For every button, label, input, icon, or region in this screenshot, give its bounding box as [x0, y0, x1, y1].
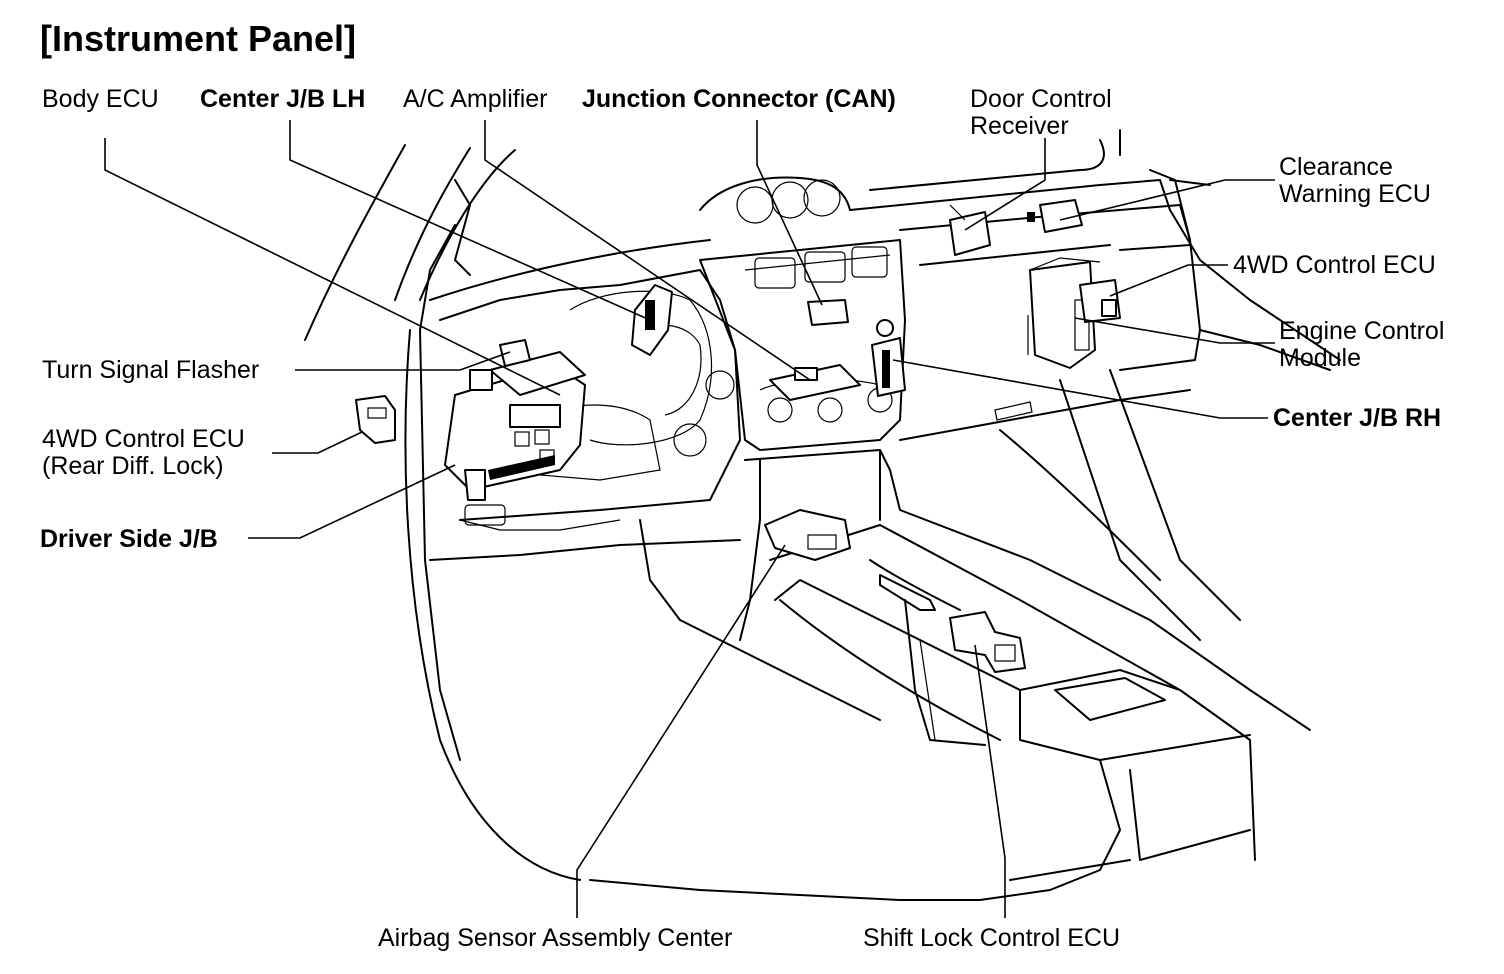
clearance-warning-ecu-body — [1039, 199, 1083, 233]
label-driver-side-jb: Driver Side J/B — [40, 525, 218, 553]
label-4wd-control-ecu-rear-diff: 4WD Control ECU (Rear Diff. Lock) — [42, 425, 245, 480]
leader-driver-side-jb — [248, 464, 456, 539]
label-junction-connector: Junction Connector (CAN) — [582, 85, 896, 113]
turn-signal-flasher-body — [499, 339, 531, 367]
leader-engine-control — [1074, 317, 1275, 344]
leader-center-jb-lh — [289, 120, 651, 321]
leader-4wd-control — [1109, 264, 1228, 297]
label-4wd-control-ecu: 4WD Control ECU — [1233, 251, 1436, 279]
leader-door-control-receiver — [964, 138, 1046, 231]
label-ac-amplifier: A/C Amplifier — [403, 85, 548, 113]
label-turn-signal-flasher: Turn Signal Flasher — [42, 356, 260, 384]
leader-junction-connector — [756, 120, 823, 306]
diagram-title: [Instrument Panel] — [40, 18, 357, 59]
leader-shift-lock — [974, 644, 1006, 918]
leader-turn-signal — [295, 351, 511, 371]
label-clearance-warning-ecu: Clearance Warning ECU — [1279, 153, 1431, 208]
leader-body-ecu — [104, 138, 561, 396]
label-engine-control-module: Engine Control Module — [1279, 317, 1445, 372]
leader-airbag-sensor — [576, 544, 786, 918]
label-body-ecu: Body ECU — [42, 85, 159, 113]
label-center-jb-lh: Center J/B LH — [200, 85, 366, 113]
label-shift-lock-control-ecu: Shift Lock Control ECU — [863, 924, 1121, 952]
junction-connector-body — [807, 299, 849, 326]
components — [355, 199, 1121, 673]
door-control-receiver-body — [949, 211, 991, 256]
leader-clearance-warning — [1059, 179, 1275, 221]
leader-ac-amplifier — [484, 120, 811, 381]
fwd-rear-diff-body — [355, 395, 396, 444]
label-door-control-receiver: Door Control Receiver — [970, 85, 1112, 140]
engine-control-module-body — [1029, 261, 1096, 369]
leader-4wd-rear-diff — [272, 431, 363, 454]
leader-lines — [104, 120, 1275, 918]
shift-lock-ecu-body — [949, 611, 1026, 673]
leader-center-jb-rh — [892, 359, 1268, 419]
label-center-jb-rh: Center J/B RH — [1273, 404, 1442, 432]
label-airbag-sensor-assembly: Airbag Sensor Assembly Center — [378, 924, 733, 952]
